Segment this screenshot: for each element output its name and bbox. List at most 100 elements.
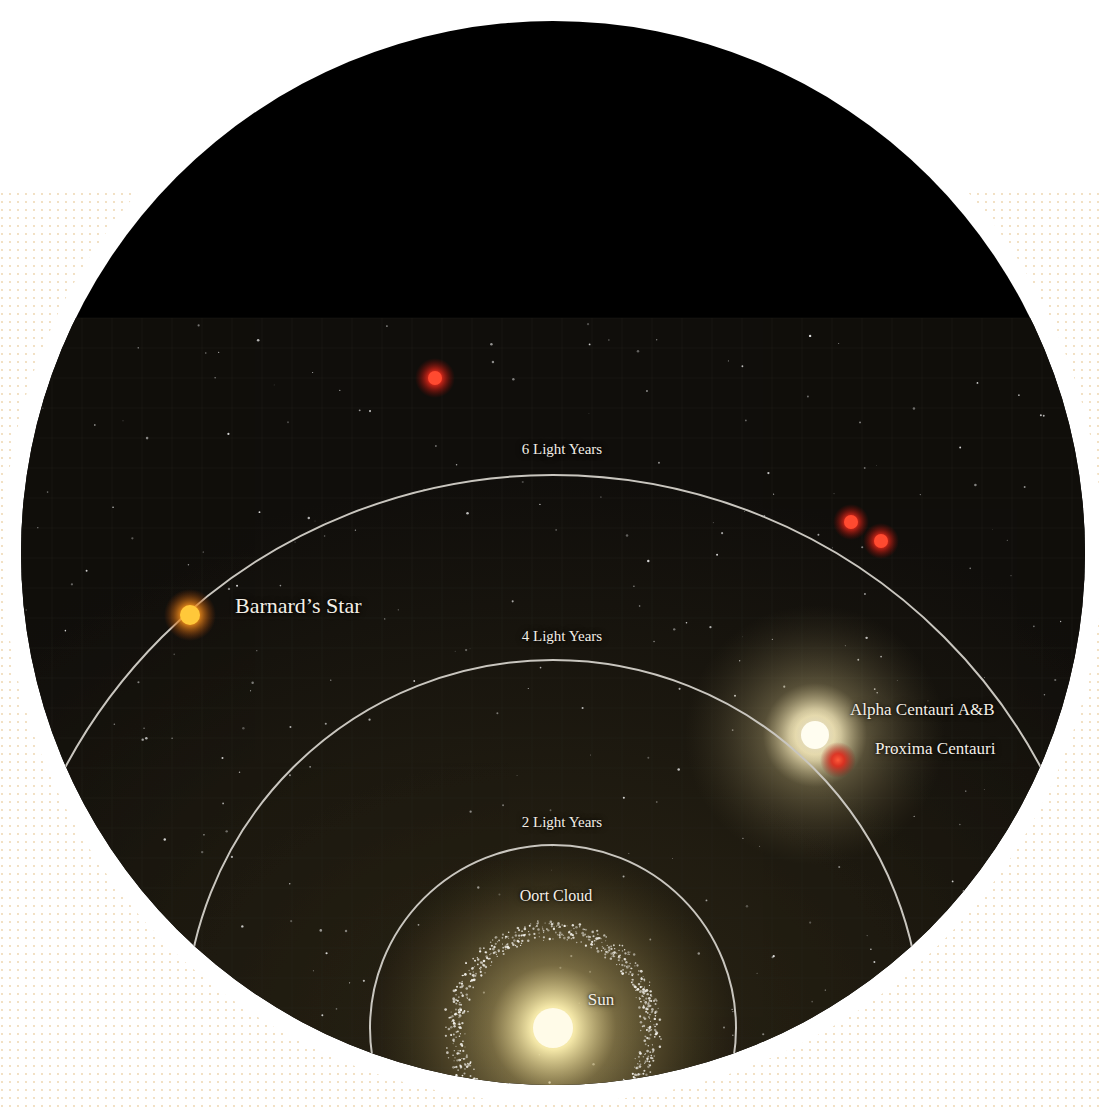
- oort-particle: [649, 985, 650, 986]
- oort-particle: [473, 971, 474, 972]
- oort-particle: [450, 1034, 452, 1036]
- oort-particle: [459, 1002, 460, 1003]
- oort-particle: [542, 928, 543, 929]
- oort-particle: [520, 945, 521, 946]
- oort-particle: [480, 966, 482, 968]
- background-star: [825, 989, 826, 990]
- oort-particle: [645, 1008, 648, 1011]
- background-star: [37, 527, 38, 528]
- background-star: [589, 343, 591, 345]
- background-star: [1033, 625, 1035, 627]
- background-star: [1060, 621, 1061, 622]
- oort-particle: [651, 1011, 653, 1013]
- oort-particle: [561, 934, 563, 936]
- distance-label: 4 Light Years: [522, 628, 602, 645]
- oort-particle: [466, 996, 468, 998]
- oort-particle: [476, 1078, 478, 1080]
- oort-particle: [470, 1061, 472, 1063]
- oort-particle: [652, 1051, 653, 1052]
- background-star: [633, 585, 635, 587]
- oort-particle: [459, 1022, 460, 1023]
- oort-particle: [649, 1071, 651, 1073]
- oort-particle: [658, 1008, 659, 1009]
- oort-particle: [641, 1089, 643, 1091]
- background-star: [811, 1001, 813, 1003]
- oort-particle: [456, 1066, 457, 1067]
- sun-glow: [373, 848, 733, 1109]
- oort-particle: [461, 985, 463, 987]
- background-star: [131, 537, 133, 539]
- oort-particle: [648, 1001, 650, 1003]
- oort-particle: [448, 1017, 450, 1019]
- oort-particle: [591, 1108, 593, 1109]
- oort-particle: [483, 1083, 485, 1085]
- background-star: [287, 421, 289, 423]
- background-star: [859, 421, 861, 423]
- oort-particle: [654, 1026, 656, 1028]
- oort-particle: [472, 1093, 474, 1095]
- oort-particle: [521, 940, 523, 942]
- grid-line: [0, 798, 1104, 799]
- oort-particle: [591, 947, 592, 948]
- oort-particle: [628, 973, 630, 975]
- oort-particle: [479, 1083, 482, 1086]
- background-star: [242, 1047, 244, 1049]
- oort-particle: [494, 951, 497, 954]
- oort-particle: [627, 1081, 629, 1083]
- background-star: [555, 529, 557, 531]
- background-star: [465, 649, 467, 651]
- background-star: [35, 353, 37, 355]
- background-star: [716, 554, 718, 556]
- background-star: [242, 727, 244, 729]
- oort-particle: [601, 942, 602, 943]
- oort-particle: [649, 999, 651, 1001]
- background-star: [214, 377, 215, 378]
- background-star: [469, 811, 471, 813]
- oort-particle: [552, 938, 553, 939]
- oort-particle: [470, 1065, 472, 1067]
- background-star: [32, 369, 34, 371]
- oort-particle: [502, 947, 504, 949]
- oort-particle: [624, 965, 626, 967]
- oort-particle: [453, 1043, 454, 1044]
- grid-line: [292, 318, 293, 1109]
- background-star: [999, 922, 1000, 923]
- oort-particle: [503, 953, 505, 955]
- oort-particle: [611, 1096, 614, 1099]
- oort-particle: [631, 973, 634, 976]
- oort-particle: [455, 1074, 457, 1076]
- oort-particle: [586, 936, 587, 937]
- oort-particle: [587, 936, 589, 938]
- grid-line: [0, 648, 1104, 649]
- oort-particle: [656, 1023, 658, 1025]
- red-dwarf: [833, 504, 869, 540]
- oort-particle: [642, 1006, 645, 1009]
- grid-line: [142, 318, 143, 1109]
- oort-particle: [638, 1056, 640, 1058]
- oort-particle: [556, 926, 557, 927]
- oort-particle: [485, 955, 488, 958]
- oort-particle: [639, 1065, 642, 1068]
- oort-particle: [508, 947, 510, 949]
- background-star: [241, 925, 243, 927]
- oort-particle: [620, 1092, 622, 1094]
- oort-particle: [597, 1103, 599, 1105]
- background-star: [369, 410, 371, 412]
- oort-particle: [454, 1060, 455, 1061]
- oort-particle: [521, 934, 523, 936]
- oort-particle: [498, 949, 500, 951]
- oort-particle: [641, 1083, 642, 1084]
- oort-particle: [605, 940, 606, 941]
- alpha-centauri-glow: [685, 605, 945, 865]
- background-star: [164, 838, 166, 840]
- oort-particle: [625, 1091, 626, 1092]
- oort-particle: [626, 966, 628, 968]
- oort-particle: [477, 1083, 479, 1085]
- background-star: [47, 969, 49, 971]
- oort-particle: [555, 932, 557, 934]
- background-star: [539, 504, 540, 505]
- background-star: [325, 723, 327, 725]
- oort-particle: [632, 1090, 634, 1092]
- oort-particle: [632, 981, 633, 982]
- background-star: [677, 768, 680, 771]
